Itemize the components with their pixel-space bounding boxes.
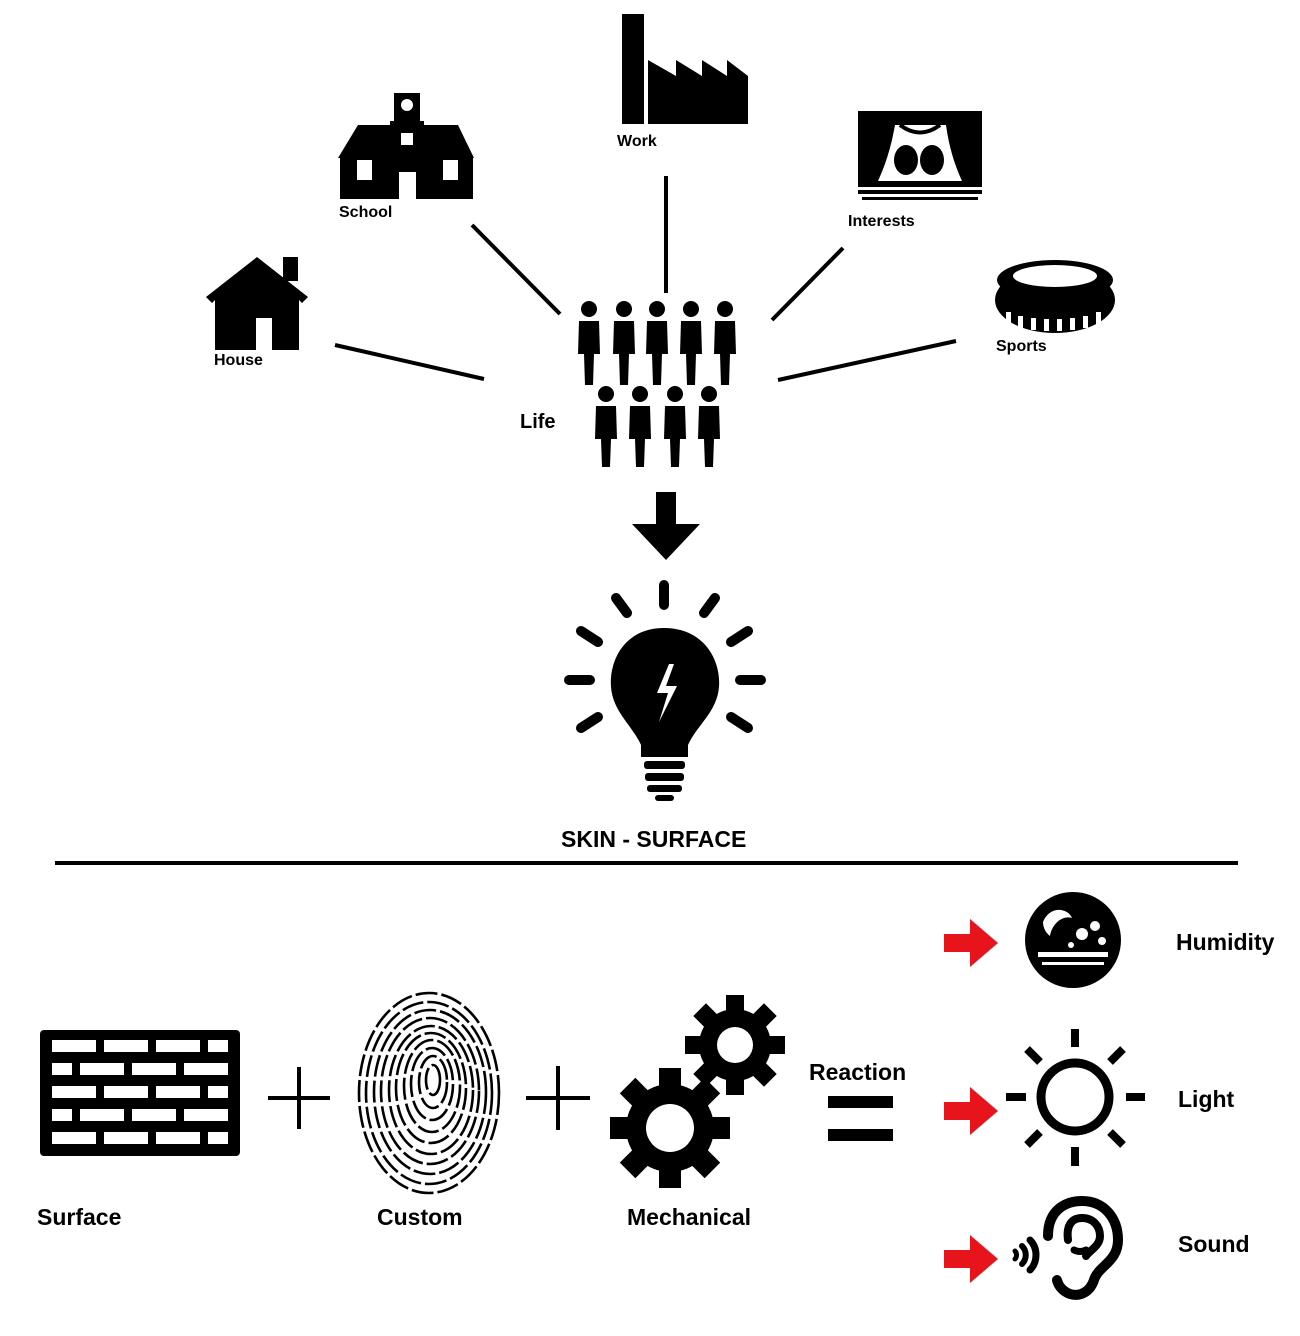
node-label-school: School [339,204,393,221]
connector-sports [777,339,957,382]
down-arrow-icon [632,492,700,560]
lightbulb-icon [564,580,766,801]
reaction-item-light: Light [1178,1086,1235,1112]
node-label-sports: Sports [996,338,1047,355]
reaction-item-sound: Sound [1178,1231,1250,1257]
ear-icon [1012,1195,1124,1300]
connector-interests [770,246,845,322]
humidity-icon [1025,892,1121,988]
connector-lines [334,176,957,382]
theater-icon [858,111,982,200]
sun-icon [1006,1029,1145,1166]
node-label-interests: Interests [848,213,915,230]
node-label-house: House [214,352,263,369]
brick-wall-icon [40,1030,240,1156]
reaction-arrow-sound [944,1235,998,1283]
fingerprint-icon [357,991,501,1195]
people-crowd-icon [578,301,736,467]
connector-school [470,223,562,316]
stadium-icon [995,260,1115,333]
term-label-surface: Surface [37,1204,122,1230]
connector-house [334,343,485,381]
plus-operator-2 [526,1066,590,1130]
term-label-mechanical: Mechanical [627,1204,751,1230]
factory-icon [622,14,748,124]
plus-operator-1 [268,1067,330,1129]
term-label-custom: Custom [377,1204,463,1230]
reaction-label: Reaction [809,1059,907,1085]
reaction-item-humidity: Humidity [1176,929,1275,955]
node-label-work: Work [617,133,657,150]
result-label-skin-surface: SKIN - SURFACE [561,826,747,852]
equals-operator [828,1096,893,1141]
reaction-arrow-humidity [944,919,998,967]
gears-icon [610,995,785,1188]
house-icon [206,257,308,350]
school-icon-details [357,99,458,199]
hub-label-life: Life [520,411,556,433]
reaction-arrow-light [944,1087,998,1135]
